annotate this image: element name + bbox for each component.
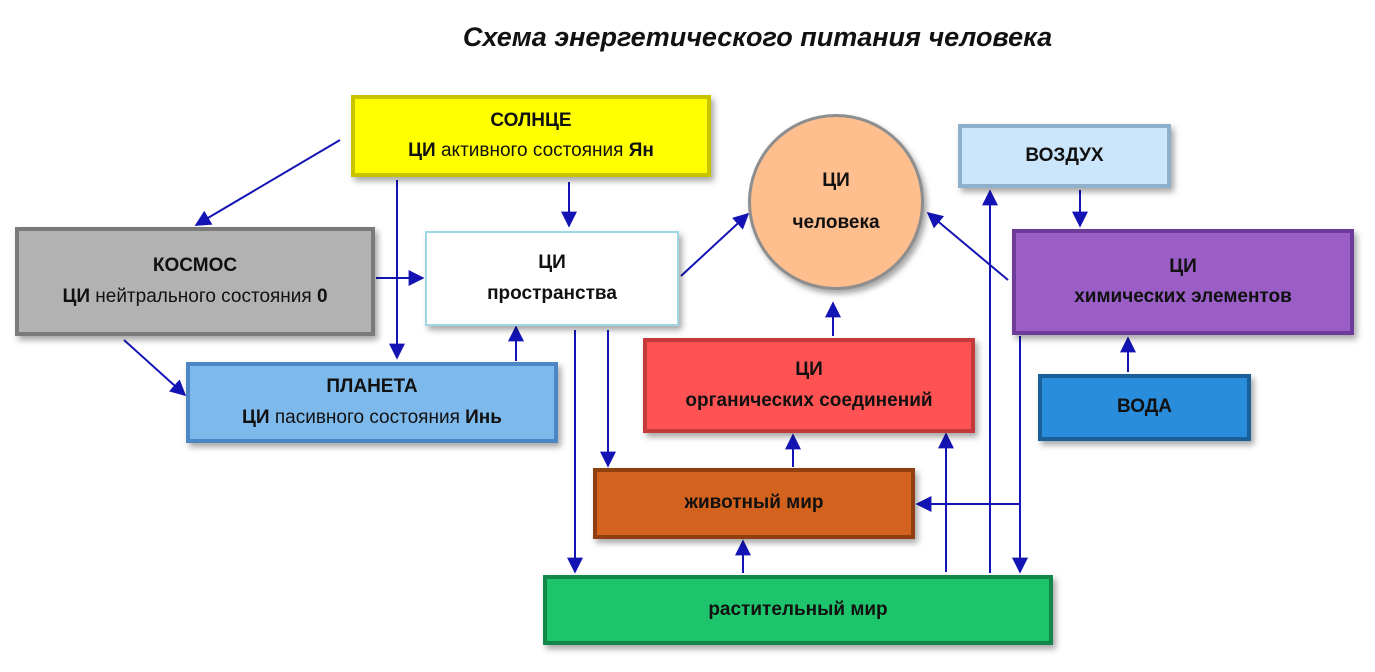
node-animal-label: животный мир	[684, 492, 824, 514]
node-chem: ЦИ химических элементов	[1012, 229, 1354, 335]
node-plant: растительный мир	[543, 575, 1053, 645]
edge-chem-to-human	[926, 211, 1009, 281]
node-water: ВОДА	[1038, 374, 1251, 441]
edge-space-to-human	[680, 212, 750, 277]
node-organic: ЦИ органических соединений	[643, 338, 975, 433]
node-cosmos-heading: КОСМОС	[152, 255, 238, 277]
node-water-label: ВОДА	[1116, 396, 1173, 418]
node-sun-heading: СОЛНЦЕ	[490, 109, 572, 131]
node-human-line1: ЦИ	[822, 169, 850, 191]
node-planet: ПЛАНЕТА ЦИ пасивного состояния Инь	[186, 362, 558, 443]
edge-cosmos-to-planet	[123, 339, 187, 397]
node-space-line2: пространства	[487, 282, 617, 304]
node-plant-label: растительный мир	[708, 598, 888, 620]
node-cosmos-desc: ЦИ нейтрального состояния 0	[62, 285, 328, 307]
diagram-title: Схема энергетического питания человека	[462, 22, 1053, 52]
node-air: ВОЗДУХ	[958, 124, 1171, 188]
node-chem-line2: химических элементов	[1074, 286, 1292, 307]
node-organic-line1: ЦИ	[795, 359, 823, 381]
node-space: ЦИ пространства	[425, 231, 679, 326]
node-planet-desc: ЦИ пасивного состояния Инь	[242, 406, 502, 428]
node-sun: СОЛНЦЕ ЦИ активного состояния Ян	[351, 95, 711, 177]
node-animal: животный мир	[593, 468, 915, 539]
node-organic-line2: органических соединений	[685, 389, 933, 411]
node-human: ЦИ человека	[748, 114, 924, 290]
node-human-line2: человека	[792, 212, 880, 233]
edge-sun-to-cosmos	[194, 139, 341, 226]
node-space-line1: ЦИ	[538, 252, 566, 274]
node-sun-desc: ЦИ активного состояния Ян	[408, 140, 654, 161]
node-air-label: ВОЗДУХ	[1025, 144, 1104, 166]
node-chem-line1: ЦИ	[1169, 255, 1197, 277]
node-cosmos: КОСМОС ЦИ нейтрального состояния 0	[15, 227, 375, 336]
node-planet-heading: ПЛАНЕТА	[326, 376, 418, 398]
